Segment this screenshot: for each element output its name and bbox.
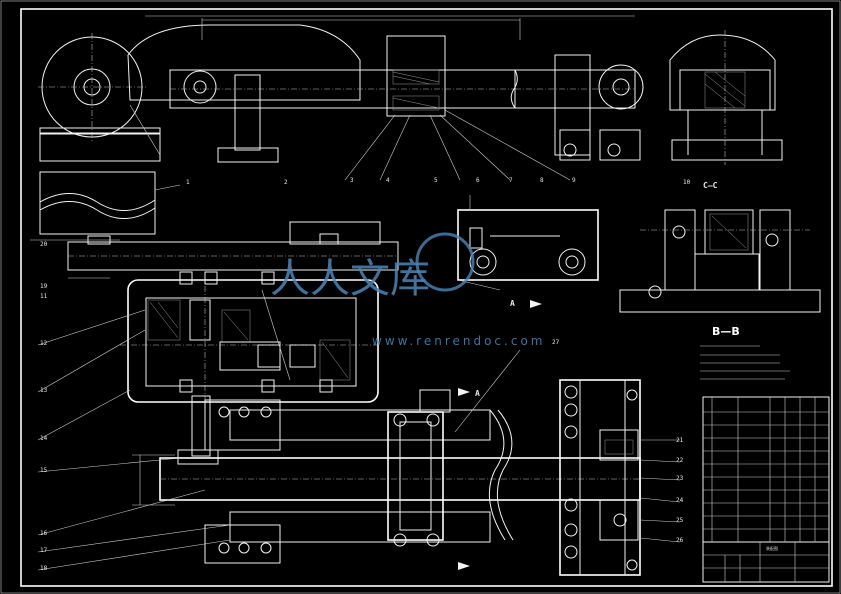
balloon-5: 5 xyxy=(434,177,438,184)
balloon-4: 4 xyxy=(386,177,390,184)
balloon-25: 25 xyxy=(676,517,684,524)
section-b-label: B—B xyxy=(712,325,740,338)
balloon-23: 23 xyxy=(676,475,684,482)
title-block xyxy=(702,396,830,583)
balloon-7: 7 xyxy=(509,177,513,184)
section-c-label: C—C xyxy=(703,181,718,190)
balloon-6: 6 xyxy=(476,177,480,184)
balloon-21: 21 xyxy=(676,437,684,444)
balloon-10: 10 xyxy=(683,179,691,186)
balloon-26: 26 xyxy=(676,537,684,544)
balloon-22: 22 xyxy=(676,457,684,464)
balloon-20: 20 xyxy=(40,241,48,248)
top-front-view xyxy=(38,15,644,181)
detail-a-view xyxy=(457,195,599,291)
balloon-13: 13 xyxy=(40,387,48,394)
gearbox-plan-view xyxy=(120,271,380,403)
balloon-8: 8 xyxy=(540,177,544,184)
balloon-14: 14 xyxy=(40,435,48,442)
bottom-plan-view xyxy=(37,309,681,576)
long-beam-view xyxy=(30,221,399,279)
balloon-19: 19 xyxy=(40,283,48,290)
balloon-2: 2 xyxy=(284,179,288,186)
arrow-a-bottom xyxy=(458,562,470,570)
balloon-18: 18 xyxy=(40,565,48,572)
arrow-a-detail xyxy=(530,300,542,308)
watermark: 人人文库 www.renrendoc.com xyxy=(270,232,545,348)
balloon-16: 16 xyxy=(40,530,48,537)
balloon-27: 27 xyxy=(552,339,560,346)
detail-c-view xyxy=(619,209,821,313)
balloon-9: 9 xyxy=(572,177,576,184)
balloon-15: 15 xyxy=(40,467,48,474)
watermark-url: www.renrendoc.com xyxy=(372,334,545,348)
balloon-1: 1 xyxy=(186,179,190,186)
title-block-name: 装配图 xyxy=(766,545,778,551)
watermark-text: 人人文库 xyxy=(270,256,430,302)
inner-border xyxy=(20,8,833,587)
arrow-a-top xyxy=(458,388,470,396)
balloon-17: 17 xyxy=(40,547,48,554)
balloon-24: 24 xyxy=(676,497,684,504)
technical-notes xyxy=(700,345,790,380)
left-cam-view xyxy=(39,171,181,235)
arrow-a-label: A xyxy=(475,389,480,398)
view-a-label: A xyxy=(510,299,515,308)
balloon-11: 11 xyxy=(40,293,48,300)
balloon-3: 3 xyxy=(350,177,354,184)
top-right-side-view xyxy=(669,30,783,165)
balloon-12: 12 xyxy=(40,340,48,347)
